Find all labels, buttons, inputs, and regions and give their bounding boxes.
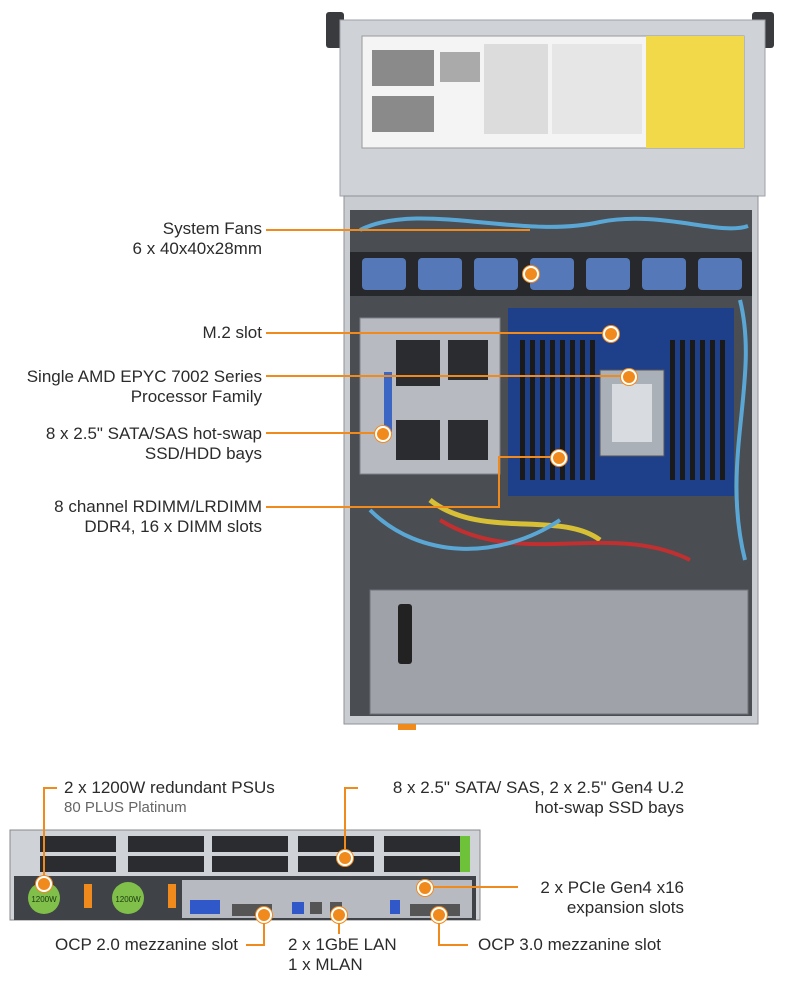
callout-front-bays: 8 x 2.5" SATA/ SAS, 2 x 2.5" Gen4 U.2 ho… — [392, 778, 684, 817]
callout-lan: 2 x 1GbE LAN 1 x MLAN — [288, 935, 397, 974]
callout-ocp2: OCP 2.0 mezzanine slot — [55, 935, 238, 954]
callout-drive-bays: 8 x 2.5" SATA/SAS hot-swap SSD/HDD bays — [45, 424, 262, 463]
system-fans — [362, 258, 742, 290]
callout-processor: Single AMD EPYC 7002 Series Processor Fa… — [26, 367, 262, 406]
callout-dimm: 8 channel RDIMM/LRDIMM DDR4, 16 x DIMM s… — [54, 497, 262, 536]
callout-m2-slot: M.2 slot — [202, 323, 262, 342]
callout-system-fans: System Fans 6 x 40x40x28mm — [132, 219, 262, 258]
callout-psu: 2 x 1200W redundant PSUs 80 PLUS Platinu… — [64, 778, 275, 816]
psu-tray — [369, 589, 749, 715]
dimm-slots — [520, 340, 725, 480]
callout-ocp3: OCP 3.0 mezzanine slot — [478, 935, 661, 954]
callout-pcie: 2 x PCIe Gen4 x16 expansion slots — [540, 878, 684, 917]
caution-label — [646, 36, 744, 148]
